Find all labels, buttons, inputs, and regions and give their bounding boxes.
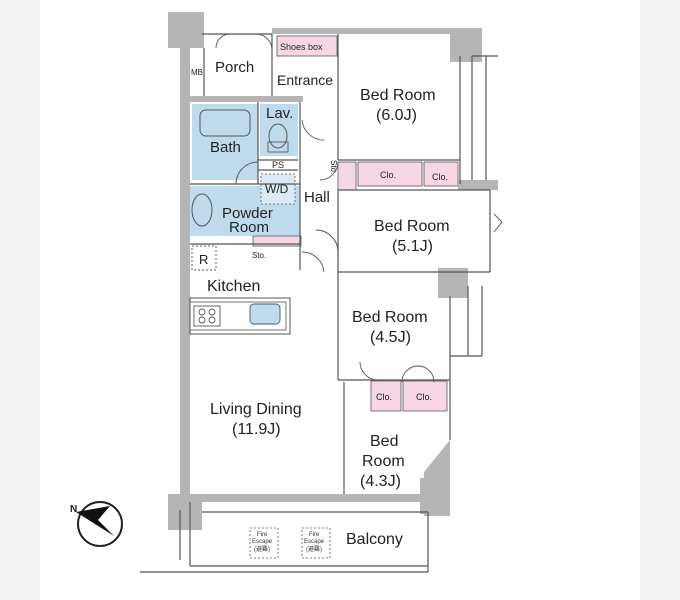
- kitchen-label: Kitchen: [207, 278, 260, 295]
- clo1-label: Clo.: [380, 170, 396, 180]
- floor-plan: MB Porch Shoes box Entrance Bed Room (6.…: [70, 12, 503, 573]
- walls: [168, 12, 498, 530]
- compass-north-label: N: [70, 504, 77, 515]
- stove-icon: [193, 305, 221, 327]
- closet-1: [357, 161, 423, 187]
- interior-lines: [140, 33, 498, 573]
- porch-label: Porch: [215, 59, 254, 76]
- closet-2: [423, 161, 459, 187]
- fridge-space: [191, 245, 217, 271]
- fire-escape-2-line1: Fire: [309, 532, 320, 538]
- basin-icon: [191, 193, 213, 227]
- bed3-size: (4.5J): [370, 329, 411, 346]
- sink-icon: [249, 303, 281, 325]
- powder-line2: Room: [229, 219, 269, 236]
- sto-vertical-label: Sto.: [329, 160, 338, 174]
- bed1-size: (6.0J): [376, 107, 417, 124]
- bathtub-icon: [199, 109, 251, 137]
- bed2-name: Bed Room: [374, 218, 450, 235]
- storage-hall: [337, 161, 357, 191]
- lavatory-area: [260, 104, 298, 156]
- clo2-label: Clo.: [432, 172, 448, 182]
- fire-escape-2-line2: Escape: [304, 539, 325, 545]
- bath-label: Bath: [210, 139, 241, 156]
- mb-label: MB: [191, 68, 203, 77]
- clo3-label: Clo.: [376, 392, 392, 402]
- fridge-label: R: [199, 252, 208, 267]
- fire-escape-1-line1: Fire: [257, 532, 268, 538]
- toilet-icon: [268, 123, 288, 149]
- washer-dryer-space: [260, 173, 296, 205]
- shoes-box-label: Shoes box: [280, 42, 323, 52]
- fire-escape-hatch-1: [249, 527, 279, 559]
- bed3-name: Bed Room: [352, 309, 428, 326]
- bed4-line1: Bed: [370, 433, 398, 450]
- door-swings: [215, 33, 503, 383]
- closet-4: [402, 380, 448, 412]
- bed4-size: (4.3J): [360, 473, 401, 490]
- bed2-size: (5.1J): [392, 238, 433, 255]
- floor-plan-canvas: MB Porch Shoes box Entrance Bed Room (6.…: [40, 0, 640, 600]
- bed4-line2: Room: [362, 453, 405, 470]
- powder-line1: Powder: [222, 205, 273, 222]
- clo4-label: Clo.: [416, 392, 432, 402]
- living-line1: Living Dining: [210, 401, 302, 418]
- living-line2: (11.9J): [232, 421, 281, 438]
- compass-icon: N: [70, 501, 123, 547]
- sto-kitchen-label: Sto.: [252, 251, 266, 260]
- closet-3: [370, 380, 402, 412]
- wd-label: W/D: [265, 182, 289, 196]
- fire-escape-1-line2: Escape: [252, 539, 273, 545]
- bed1-name: Bed Room: [360, 87, 436, 104]
- bath-area: [192, 104, 258, 180]
- hall-label: Hall: [304, 189, 330, 206]
- balcony-label: Balcony: [346, 531, 403, 548]
- fire-escape-hatch-2: [301, 527, 331, 559]
- shoes-box: [276, 35, 338, 57]
- ps-label: PS: [272, 160, 284, 170]
- entrance-label: Entrance: [277, 72, 333, 88]
- lav-label: Lav.: [266, 105, 293, 122]
- storage-kitchen: [252, 235, 302, 247]
- fire-escape-2-jp: (避難): [306, 545, 322, 553]
- fire-escape-1-jp: (避難): [254, 545, 270, 553]
